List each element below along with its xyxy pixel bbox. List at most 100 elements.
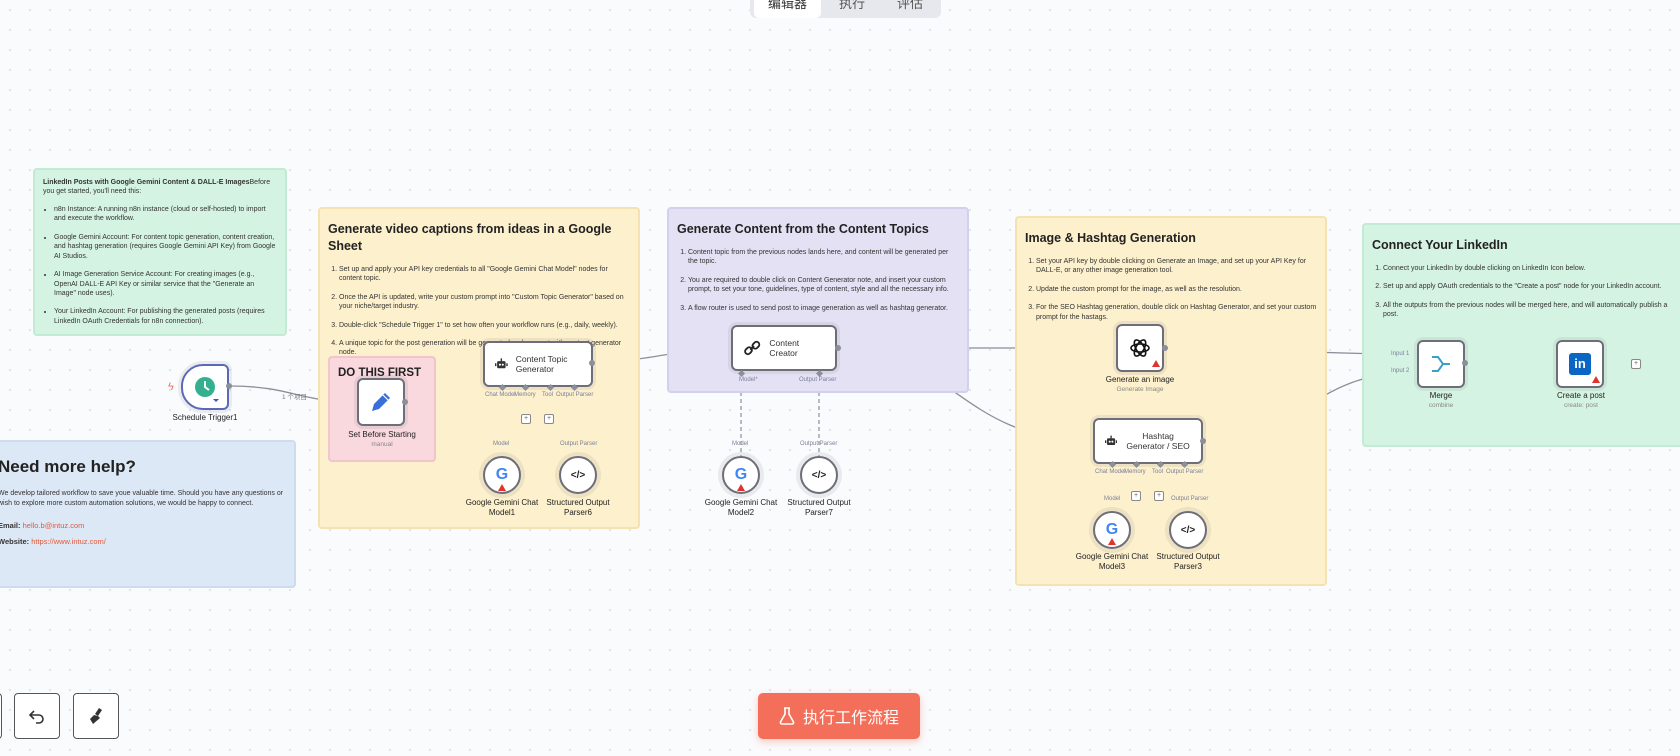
image-hashtag-title: Image & Hashtag Generation	[1025, 231, 1196, 245]
gemini-model1-label: Google Gemini Chat Model1	[465, 498, 539, 517]
intro-item: n8n Instance: A running n8n instance (cl…	[54, 205, 277, 224]
help-title: Need more help?	[0, 457, 136, 476]
content-title: Generate Content from the Content Topics	[677, 222, 929, 236]
port-label: Output Parser	[556, 392, 594, 398]
intro-lead: Before you get started, you'll need this…	[43, 179, 271, 196]
schedule-trigger-label: Schedule Trigger1	[172, 413, 238, 422]
set-before-starting-label: Set Before Starting	[348, 430, 416, 439]
do-this-first-note[interactable]: DO THIS FIRST	[328, 356, 436, 462]
port-label: Output Parser	[560, 441, 598, 447]
add-tool-button[interactable]: +	[1154, 491, 1164, 501]
linkedin-item: All the outputs from the previous nodes …	[1383, 301, 1680, 320]
image-hashtag-item: For the SEO Hashtag generation, double c…	[1036, 303, 1317, 322]
generate-image-label: Generate an image	[1105, 375, 1175, 384]
openai-icon	[1130, 339, 1150, 357]
hashtag-generator-node[interactable]: Hashtag Generator / SEO	[1093, 418, 1203, 464]
content-creator-label: Content Creator	[769, 338, 800, 358]
port-label: Output Parser	[1171, 496, 1209, 502]
intro-sticky-note[interactable]: LinkedIn Posts with Google Gemini Conten…	[33, 168, 287, 336]
do-this-first-title: DO THIS FIRST	[338, 367, 422, 379]
merge-node[interactable]	[1417, 340, 1465, 388]
add-tool-button[interactable]: +	[544, 414, 554, 424]
undo-icon	[28, 710, 44, 724]
linkedin-icon: in	[1569, 353, 1591, 375]
help-email-label: Email:	[0, 521, 21, 531]
code-icon: </>	[570, 469, 586, 481]
broom-icon	[90, 708, 102, 724]
port-label: Input 1	[1391, 351, 1410, 357]
set-before-starting-node[interactable]	[357, 378, 405, 426]
help-website-link[interactable]: https://www.intuz.com/	[31, 537, 106, 547]
add-next-node-button[interactable]: +	[1631, 359, 1641, 369]
linkedin-sticky-note[interactable]: Connect Your LinkedIn Connect your Linke…	[1362, 223, 1680, 447]
content-creator-node[interactable]: Content Creator	[731, 325, 837, 371]
output-handle[interactable]	[835, 345, 841, 351]
port-label: Chat Model	[485, 392, 516, 398]
captions-item: Double-click "Schedule Trigger 1" to set…	[339, 321, 630, 330]
merge-sub: combine	[1428, 402, 1454, 409]
execute-workflow-label: 执行工作流程	[802, 710, 899, 727]
output-handle[interactable]	[589, 360, 595, 366]
linkedin-title: Connect Your LinkedIn	[1372, 238, 1508, 252]
help-sticky-note[interactable]: Need more help? We develop tailored work…	[0, 440, 296, 588]
warning-icon	[498, 484, 506, 491]
intro-item: Your LinkedIn Account: For publishing th…	[54, 307, 277, 326]
structured-parser6-node[interactable]: </>	[559, 456, 597, 494]
flask-icon	[779, 707, 795, 725]
gemini-model3-node[interactable]: G	[1093, 511, 1131, 549]
intro-item: AI Image Generation Service Account: For…	[54, 270, 277, 298]
linkedin-item: Set up and apply OAuth credentials to th…	[1383, 282, 1680, 291]
tab-executions[interactable]: 执行	[839, 0, 866, 11]
create-post-sub: create: post	[1564, 402, 1598, 409]
port-label: Output Parser	[800, 441, 838, 447]
image-hashtag-item: Set your API key by double clicking on G…	[1036, 257, 1317, 276]
output-handle[interactable]	[226, 383, 232, 389]
captions-item: Set up and apply your API key credential…	[339, 265, 630, 284]
output-handle[interactable]	[1162, 345, 1168, 351]
output-handle[interactable]	[1462, 360, 1468, 366]
gemini-model2-label: Google Gemini Chat Model2	[704, 498, 778, 517]
help-website-label: Website:	[0, 537, 30, 547]
link-icon	[744, 340, 761, 356]
image-hashtag-list: Set your API key by double clicking on G…	[1025, 257, 1317, 322]
port-label: Tool	[542, 392, 554, 398]
structured-parser3-label: Structured Output Parser3	[1156, 552, 1220, 571]
content-topic-generator-node[interactable]: Content Topic Generator	[483, 341, 593, 387]
google-icon: G	[734, 466, 748, 483]
port-label: Model	[732, 441, 749, 447]
hashtag-generator-label: Hashtag Generator / SEO	[1126, 430, 1190, 451]
toolbar-button-partial[interactable]	[0, 693, 2, 739]
execute-workflow-button[interactable]: 执行工作流程	[758, 693, 920, 739]
content-item: A flow router is used to send post to im…	[688, 304, 959, 313]
code-icon: </>	[1180, 524, 1196, 536]
create-post-label: Create a post	[1556, 391, 1606, 400]
structured-parser3-node[interactable]: </>	[1169, 511, 1207, 549]
content-item: Content topic from the previous nodes la…	[688, 248, 959, 267]
add-memory-button[interactable]: +	[521, 414, 531, 424]
help-email-link[interactable]: hello.b@intuz.com	[22, 521, 85, 531]
structured-parser7-node[interactable]: </>	[800, 456, 838, 494]
port-label: Memory	[1124, 469, 1146, 475]
output-handle[interactable]	[402, 399, 408, 405]
content-item: You are required to double click on Cont…	[688, 276, 959, 295]
captions-item: Once the API is updated, write your cust…	[339, 293, 630, 312]
code-icon: </>	[811, 469, 827, 481]
port-label: Tool	[1152, 469, 1164, 475]
merge-icon	[1432, 356, 1450, 372]
intro-title: LinkedIn Posts with Google Gemini Conten…	[43, 179, 250, 186]
clock-icon	[195, 377, 219, 402]
output-handle[interactable]	[1200, 438, 1206, 444]
tidy-up-button[interactable]	[73, 693, 119, 739]
edge-item-count: 1 个项目	[282, 394, 307, 401]
tab-evaluation[interactable]: 评估	[897, 0, 924, 11]
warning-icon	[1108, 538, 1116, 545]
undo-button[interactable]	[14, 693, 60, 739]
structured-parser6-label: Structured Output Parser6	[546, 498, 610, 517]
captions-title: Generate video captions from ideas in a …	[328, 222, 612, 253]
tab-editor[interactable]: 编辑器	[754, 0, 822, 18]
intro-list: n8n Instance: A running n8n instance (cl…	[43, 205, 277, 326]
google-icon: G	[495, 466, 509, 483]
schedule-trigger-node[interactable]	[181, 364, 229, 410]
port-label: Memory	[514, 392, 536, 398]
add-memory-button[interactable]: +	[1131, 491, 1141, 501]
